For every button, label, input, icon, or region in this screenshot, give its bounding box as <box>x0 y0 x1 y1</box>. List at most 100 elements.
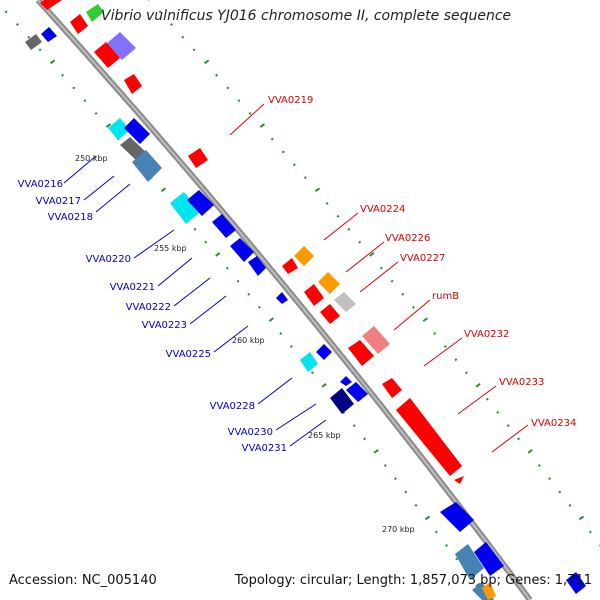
gene-block[interactable] <box>187 190 214 216</box>
gene-block[interactable] <box>482 582 496 600</box>
track-dot <box>568 503 572 507</box>
gene-label[interactable]: VVA0231 <box>242 443 287 454</box>
accession-text: Accession: NC_005140 <box>9 573 157 588</box>
gene-block[interactable] <box>340 376 352 386</box>
gene-label[interactable]: VVA0220 <box>86 254 131 265</box>
track-dot <box>404 490 408 494</box>
gene-block[interactable] <box>474 542 504 576</box>
track-dot <box>193 227 197 231</box>
gene-block[interactable] <box>334 292 356 312</box>
track-dot <box>268 317 274 322</box>
gene-label[interactable]: VVA0233 <box>499 377 544 388</box>
track-dot <box>279 332 283 335</box>
gene-block[interactable] <box>188 148 208 168</box>
position-ticks: 250 kbp 255 kbp 260 kbp 265 kbp 270 kbp <box>75 154 415 534</box>
track-dot <box>537 463 541 467</box>
gene-block[interactable] <box>132 150 162 182</box>
track-dot <box>270 137 274 141</box>
gene-block[interactable] <box>124 74 142 94</box>
track-dot <box>158 10 162 14</box>
gene-block[interactable] <box>300 352 318 372</box>
track-dot <box>527 449 533 454</box>
track-dot <box>16 23 19 26</box>
gene-label[interactable]: VVA0221 <box>110 282 155 293</box>
gene-block[interactable] <box>40 0 62 10</box>
track-dot <box>259 123 266 128</box>
gene-block[interactable] <box>230 238 254 262</box>
track-dot <box>215 252 221 257</box>
gene-block[interactable] <box>454 476 464 484</box>
track-dot <box>281 150 285 154</box>
track-dot <box>424 515 431 521</box>
gene-block[interactable] <box>94 42 120 68</box>
track-dot <box>455 557 459 561</box>
gene-block[interactable] <box>382 378 402 398</box>
track-dot <box>517 437 521 441</box>
track-dot <box>373 449 379 454</box>
track-dot <box>61 73 65 77</box>
gene-label[interactable]: VVA0218 <box>48 212 93 223</box>
track-dot <box>336 214 340 218</box>
gene-label[interactable]: VVA0217 <box>36 196 81 207</box>
track-dot <box>548 477 551 481</box>
gene-label[interactable]: VVA0222 <box>126 302 171 313</box>
gene-block[interactable] <box>348 340 374 366</box>
gene-label[interactable]: VVA0225 <box>166 349 211 360</box>
gene-block[interactable] <box>396 398 462 476</box>
track-dot <box>49 59 56 65</box>
track-dot <box>325 201 329 205</box>
tick-label: 260 kbp <box>232 336 265 345</box>
gene-block[interactable] <box>86 4 104 22</box>
gene-block[interactable] <box>108 118 130 140</box>
track-dot <box>578 515 585 521</box>
track-dot <box>192 48 196 52</box>
gene-block[interactable] <box>282 258 298 274</box>
gene-block[interactable] <box>170 192 200 224</box>
gene-label[interactable]: VVA0224 <box>360 204 405 215</box>
gene-block[interactable] <box>346 382 368 402</box>
gene-label[interactable]: VVA0230 <box>228 427 273 438</box>
gene-label[interactable]: VVA0232 <box>464 329 509 340</box>
track-dot <box>204 240 208 244</box>
track-dot <box>383 463 387 467</box>
gene-label[interactable]: VVA0216 <box>18 179 63 190</box>
summary-text: Topology: circular; Length: 1,857,073 bp… <box>234 573 592 588</box>
gene-label[interactable]: VVA0234 <box>531 418 576 429</box>
gene-label[interactable]: rumB <box>432 291 459 302</box>
forward-gene-labels: VVA0219 VVA0224 VVA0226 VVA0227 rumB VVA… <box>268 95 576 429</box>
gene-block[interactable] <box>212 214 236 238</box>
track-dot <box>369 252 375 257</box>
gene-block[interactable] <box>70 14 88 34</box>
gene-block[interactable] <box>316 344 332 360</box>
gene-block[interactable] <box>124 118 150 144</box>
gene-block[interactable] <box>320 304 340 324</box>
gene-block[interactable] <box>440 502 474 532</box>
gene-block[interactable] <box>318 272 340 294</box>
inner-dotted-track <box>4 10 489 600</box>
gene-block[interactable] <box>276 292 288 304</box>
map-title: Vibrio vulnificus YJ016 chromosome II, c… <box>101 8 512 24</box>
track-dot <box>422 317 428 322</box>
gene-label[interactable]: VVA0227 <box>400 253 445 264</box>
gene-block[interactable] <box>106 32 136 60</box>
gene-block[interactable] <box>455 544 484 580</box>
gene-block[interactable] <box>248 256 266 276</box>
gene-block[interactable] <box>304 284 324 306</box>
gene-block[interactable] <box>330 388 354 414</box>
gene-label[interactable]: VVA0219 <box>268 95 313 106</box>
track-dot <box>105 123 112 128</box>
track-dot <box>445 544 448 547</box>
gene-label[interactable]: VVA0223 <box>142 320 187 331</box>
track-dot <box>358 240 362 244</box>
track-dot <box>303 176 307 180</box>
gene-label[interactable]: VVA0226 <box>385 233 430 244</box>
track-dot <box>203 59 210 65</box>
track-dot <box>411 305 415 309</box>
gene-block[interactable] <box>566 572 586 594</box>
gene-block[interactable] <box>41 27 57 42</box>
gene-block[interactable] <box>25 34 42 50</box>
gene-block[interactable] <box>294 246 314 266</box>
track-dot <box>390 279 394 283</box>
gene-label[interactable]: VVA0228 <box>210 401 255 412</box>
gene-block[interactable] <box>362 326 390 354</box>
